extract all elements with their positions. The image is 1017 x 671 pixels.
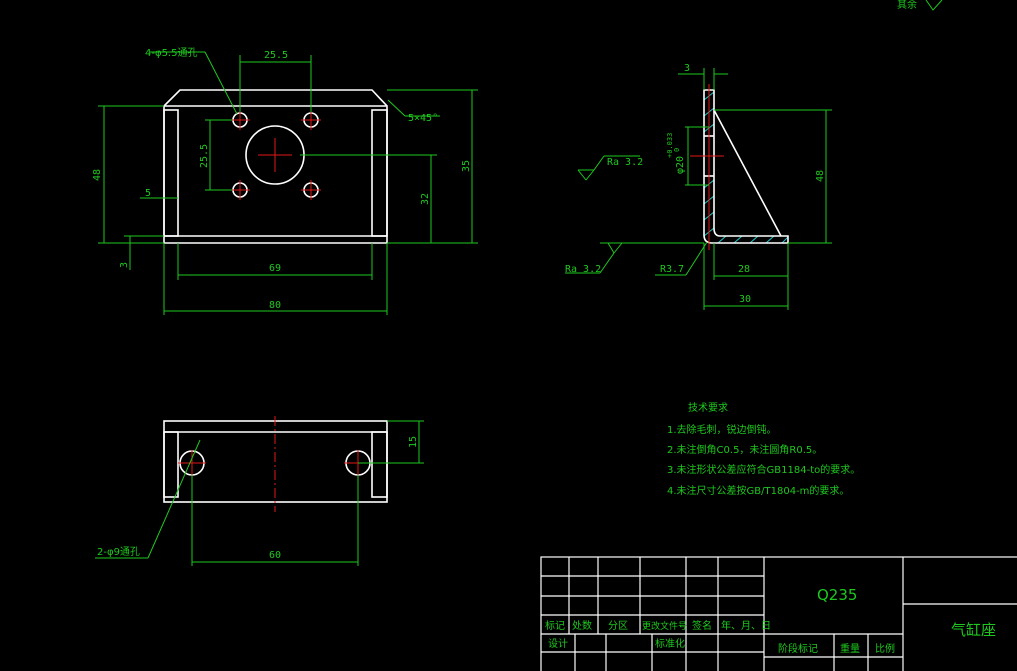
tech-req-title: 技术要求 xyxy=(688,401,728,414)
general-roughness-label: 其余 xyxy=(897,0,917,11)
tb-cell: 阶段标记 xyxy=(778,642,818,655)
tb-cell: 比例 xyxy=(875,642,895,655)
tech-req-item: 3.未注形状公差应符合GB1184-to的要求。 xyxy=(667,463,860,476)
bottom-view: 15 60 2-φ9通孔 xyxy=(95,416,424,566)
dim-5: 5 xyxy=(145,188,151,199)
tech-req-item: 4.未注尺寸公差按GB/T1804-m的要求。 xyxy=(667,484,849,497)
tech-req-item: 1.去除毛刺，锐边倒钝。 xyxy=(667,423,777,436)
material-label: Q235 xyxy=(817,586,857,604)
dim-48: 48 xyxy=(92,169,103,181)
bore-tol-upper: +0.033 xyxy=(666,133,674,158)
side-dim-28: 28 xyxy=(738,264,750,275)
dim-80: 80 xyxy=(269,300,281,311)
bottom-dim-15: 15 xyxy=(408,436,419,448)
roughness-ra-bottom: Ra 3.2 xyxy=(565,264,601,275)
tb-cell: 标记 xyxy=(545,620,565,632)
hole-callout-2x: 2-φ9通孔 xyxy=(97,546,140,558)
tb-cell: 签名 xyxy=(692,619,712,632)
dim-25-5-vertical: 25.5 xyxy=(199,144,210,168)
side-dim-3: 3 xyxy=(684,63,690,74)
tech-requirements: 技术要求 1.去除毛刺，锐边倒钝。 2.未注倒角C0.5，未注圆角R0.5。 3… xyxy=(667,401,860,497)
dim-35: 35 xyxy=(461,160,472,172)
tb-cell: 分区 xyxy=(608,620,628,632)
roughness-ra-top: Ra 3.2 xyxy=(607,157,643,168)
tech-req-item: 2.未注倒角C0.5，未注圆角R0.5。 xyxy=(667,443,822,456)
title-block: Q235 气缸座 标记 处数 分区 更改文件号 签名 年、月、日 设计 标准化 … xyxy=(540,556,1017,671)
side-dim-48: 48 xyxy=(815,170,826,182)
tb-cell: 处数 xyxy=(572,619,592,632)
dim-32: 32 xyxy=(420,193,431,205)
side-view-outline xyxy=(703,89,789,244)
tb-cell: 年、月、日 xyxy=(721,619,771,632)
dim-69: 69 xyxy=(269,263,281,274)
tb-cell: 标准化 xyxy=(655,637,685,650)
hole-callout-4x: 4-φ5.5通孔 xyxy=(145,47,197,59)
tb-cell: 更改文件号 xyxy=(642,620,687,632)
general-roughness-note: 其余 xyxy=(897,0,943,11)
tb-cell: 重量 xyxy=(840,642,860,655)
part-name: 气缸座 xyxy=(951,621,996,639)
side-view: 3 Ra 3.2 Ra 3.2 φ20 +0.033 0 48 R3.7 28 … xyxy=(565,63,832,310)
tb-cell: 设计 xyxy=(548,637,568,650)
dim-3: 3 xyxy=(119,262,130,268)
bore-dim: φ20 xyxy=(675,156,686,174)
radius-label: R3.7 xyxy=(660,264,684,275)
top-view: 4-φ5.5通孔 25.5 25.5 5×45° 48 35 32 5 3 69… xyxy=(92,47,478,315)
side-dim-30: 30 xyxy=(739,294,751,305)
dim-25-5-horizontal: 25.5 xyxy=(264,50,288,61)
bore-tol-lower: 0 xyxy=(673,148,681,152)
bottom-dim-60: 60 xyxy=(269,550,281,561)
chamfer-label: 5×45° xyxy=(408,113,438,124)
